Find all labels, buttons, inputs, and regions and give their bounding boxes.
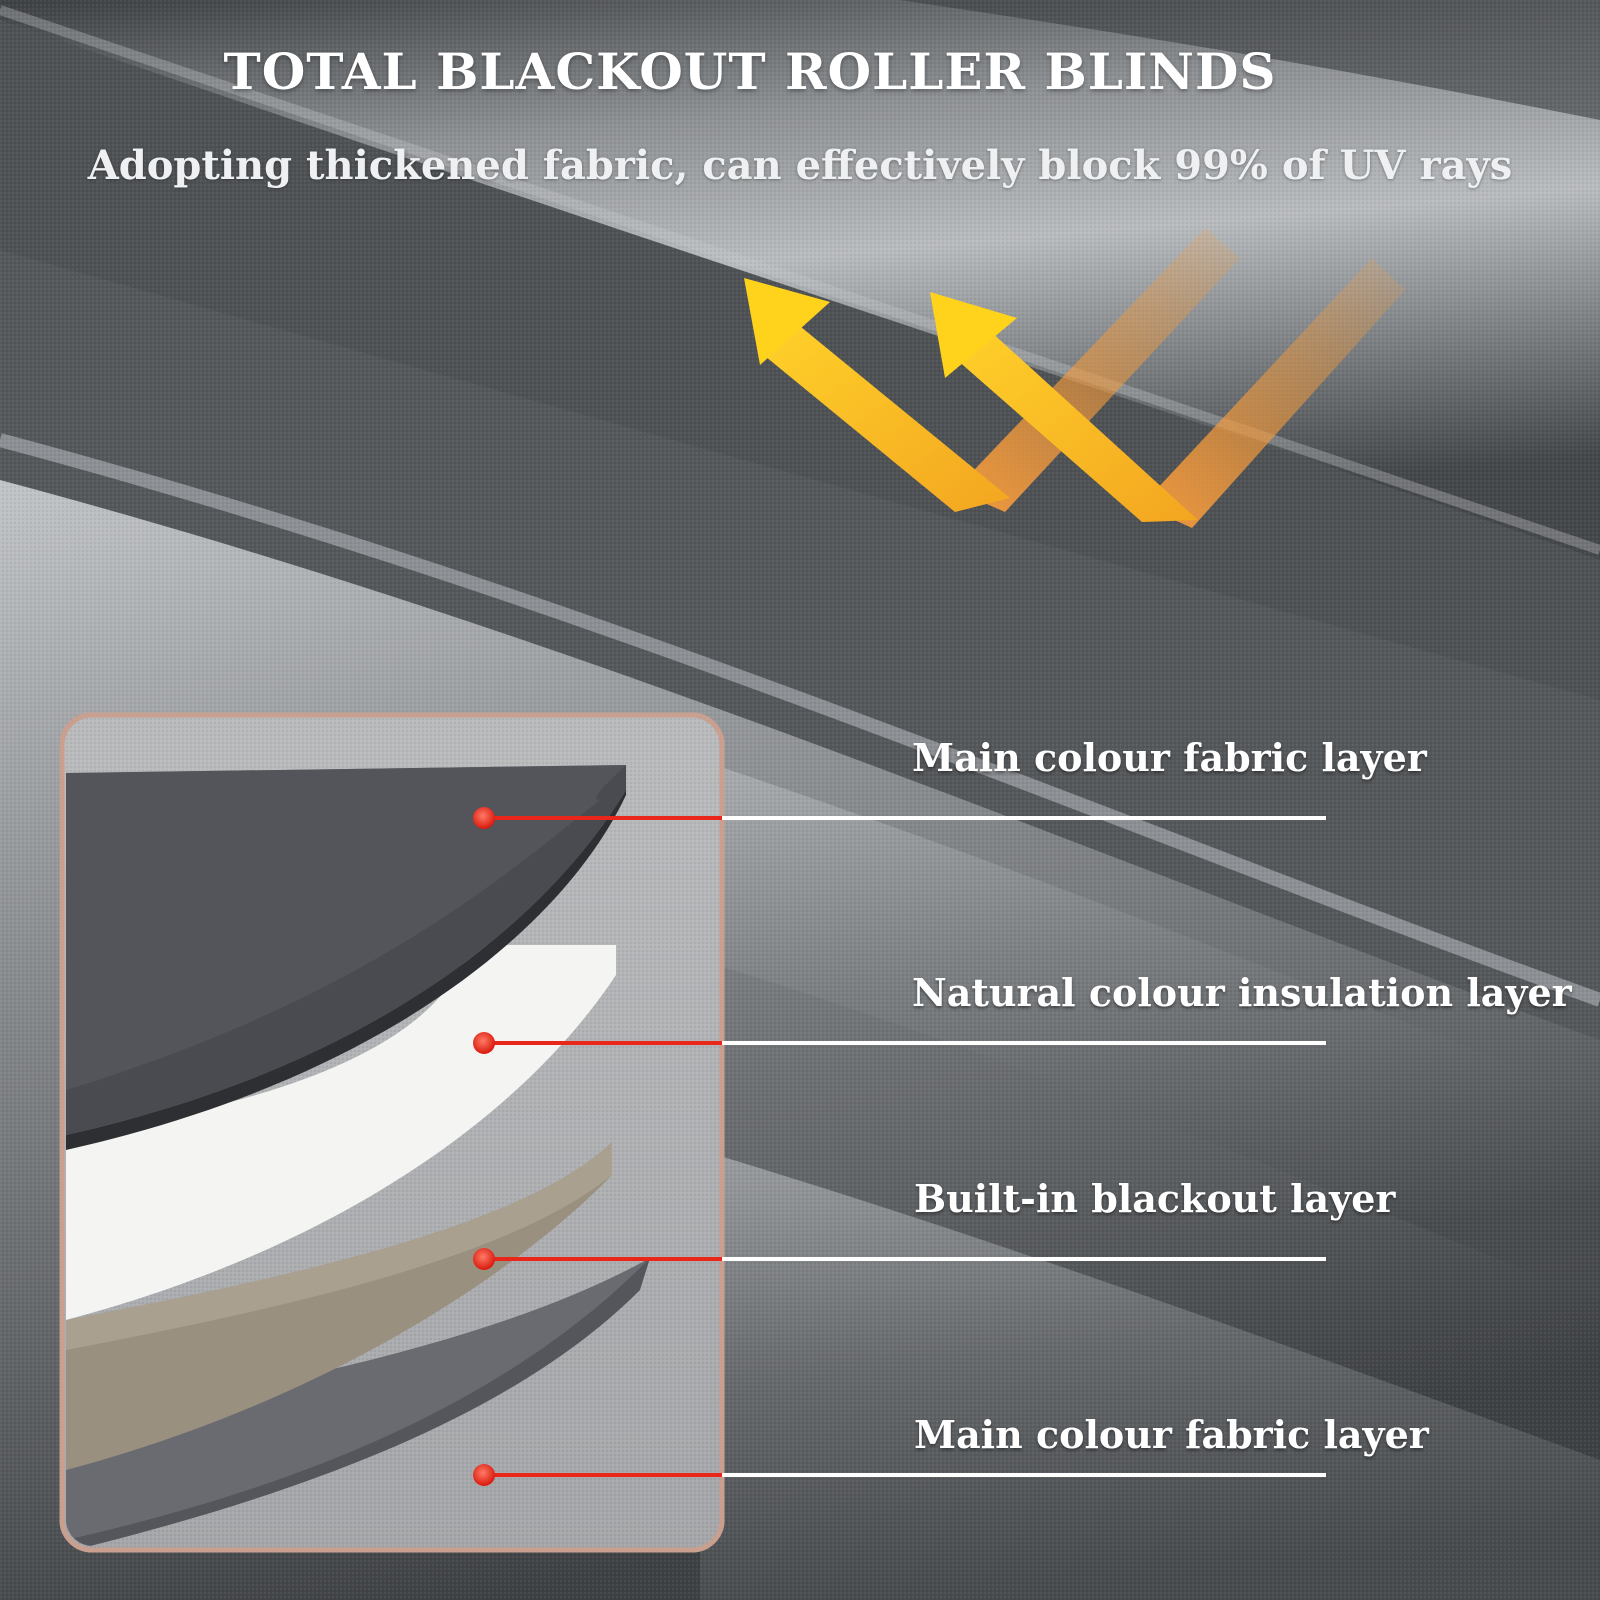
layer-label-4: Main colour fabric layer <box>914 1412 1429 1457</box>
layer-cross-section-panel <box>59 712 725 1553</box>
layer-label-3: Built-in blackout layer <box>914 1176 1396 1221</box>
layer-label-1: Main colour fabric layer <box>912 735 1427 780</box>
pointer-lines <box>473 807 1326 1486</box>
layer-label-2: Natural colour insulation layer <box>912 970 1572 1015</box>
page-title: TOTAL BLACKOUT ROLLER BLINDS <box>223 42 1277 101</box>
page-subtitle: Adopting thickened fabric, can effective… <box>87 142 1513 189</box>
uv-light-reflection-arrows-icon <box>744 228 1405 528</box>
